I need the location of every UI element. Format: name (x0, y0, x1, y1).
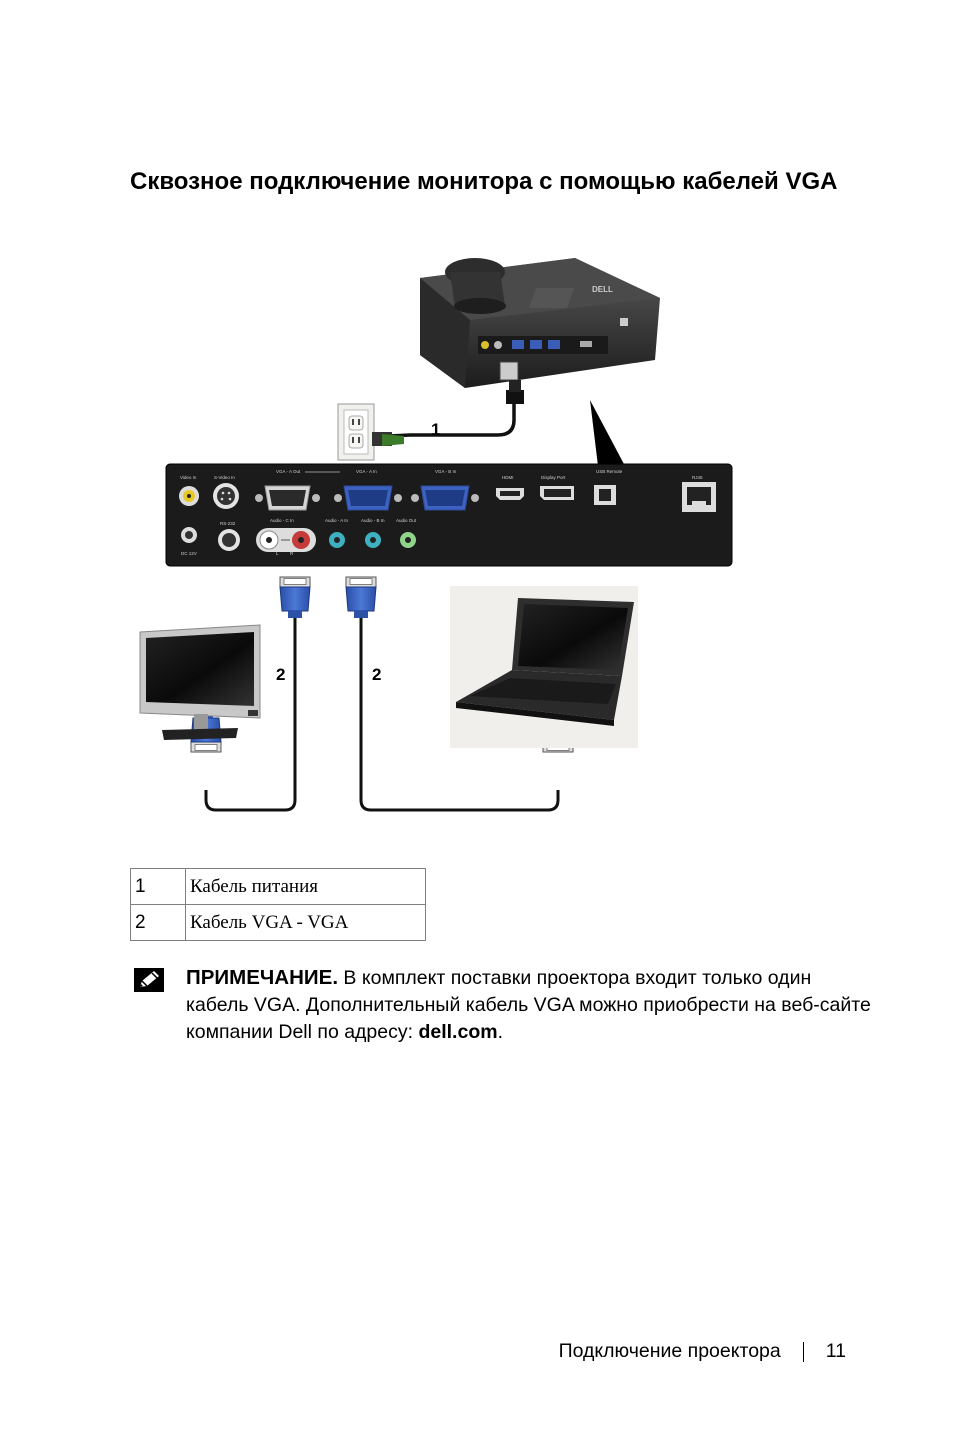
table-row: 2 Кабель VGA - VGA (130, 904, 426, 941)
label-audio-a-in: Audio - A In (325, 518, 349, 523)
legend-num: 2 (130, 904, 186, 941)
monitor-image (139, 624, 261, 740)
dell-link[interactable]: dell.com (418, 1021, 498, 1043)
label-audio-c-in: Audio - C In (270, 518, 294, 523)
label-video-in: Video In (180, 475, 197, 480)
projector-image: DELL (420, 258, 660, 388)
wall-outlet-image (337, 403, 375, 461)
legend-table: 1 Кабель питания 2 Кабель VGA - VGA (130, 868, 426, 941)
label-vga-a-out: VGA - A Out (276, 469, 301, 474)
label-display-port: Display Port (541, 475, 566, 480)
label-hdmi: HDMI (502, 475, 514, 480)
page-number: 11 (825, 1340, 846, 1362)
note-body: В комплект поставки проектора входит тол… (186, 967, 871, 1043)
label-svideo-in: S-Video In (214, 475, 235, 480)
label-usb-remote: USB Remote (596, 469, 623, 474)
laptop-image (450, 586, 638, 748)
note-label: ПРИМЕЧАНИЕ. (186, 966, 339, 989)
note-pencil-icon (134, 968, 164, 992)
label-vga-a-in: VGA - A In (356, 469, 377, 474)
footer-section: Подключение проектора (558, 1340, 781, 1362)
label-dc-12v: DC 12V (181, 551, 197, 556)
footer-separator (802, 1341, 804, 1362)
projector-brand: DELL (592, 285, 613, 294)
label-audio-out: Audio Out (396, 518, 417, 523)
projector-rear-panel: Video In S-Video In VGA - A Out VGA - A … (165, 463, 733, 567)
page-footer: Подключение проектора 11 (559, 1340, 846, 1363)
label-rj45: RJ45 (692, 475, 703, 480)
power-cable (372, 380, 524, 446)
label-audio-b-in: Audio - B In (361, 518, 385, 523)
connection-diagram: DELL 1 Video In S-Video (139, 258, 733, 812)
legend-desc: Кабель VGA - VGA (185, 904, 426, 941)
note-end: . (497, 1021, 503, 1043)
legend-num: 1 (130, 868, 186, 905)
table-row: 1 Кабель питания (130, 868, 426, 905)
callout-2-monitor: 2 (276, 665, 285, 684)
legend-desc: Кабель питания (185, 868, 426, 905)
callout-1: 1 (431, 420, 440, 439)
label-r: R (290, 551, 294, 556)
note-text: ПРИМЕЧАНИЕ. В комплект поставки проектор… (186, 964, 876, 1046)
label-rs232: RS-232 (220, 521, 236, 526)
callout-2-laptop: 2 (372, 665, 381, 684)
vga-cable-laptop (359, 618, 560, 812)
label-vga-b-in: VGA - B In (435, 469, 457, 474)
vga-cable-monitor (204, 618, 297, 812)
page-title: Сквозное подключение монитора с помощью … (130, 168, 838, 195)
label-l: L (276, 551, 279, 556)
